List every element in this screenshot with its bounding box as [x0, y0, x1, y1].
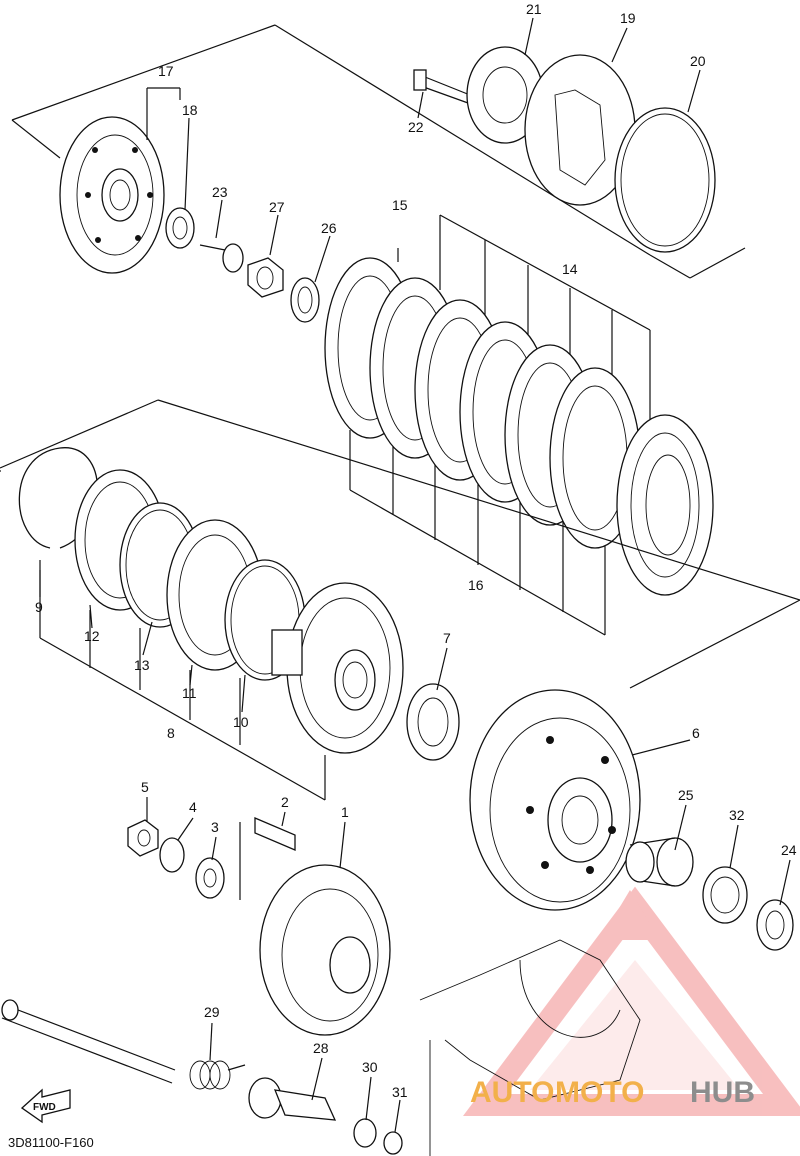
spring-plate-part	[466, 46, 544, 144]
label-14: 14	[562, 261, 578, 277]
watermark-text: AUTO MOTO HUB	[470, 1076, 755, 1109]
label-1: 1	[341, 804, 349, 820]
crankcase-sketch	[419, 939, 641, 1156]
watermark-hub: HUB	[690, 1076, 755, 1109]
label-8: 8	[167, 725, 175, 741]
plates-frame	[349, 214, 651, 636]
pressure-plate-part	[59, 116, 165, 274]
label-3: 3	[211, 819, 219, 835]
label-2: 2	[281, 794, 289, 810]
label-26: 26	[321, 220, 337, 236]
clutch-housing-part	[469, 689, 641, 911]
label-27: 27	[269, 199, 285, 215]
label-21: 21	[526, 1, 542, 17]
watermark-logo	[463, 886, 800, 1116]
primary-gear-part	[259, 864, 391, 1036]
label-22: 22	[408, 119, 424, 135]
nut-part	[247, 257, 284, 298]
label-13: 13	[134, 657, 150, 673]
bearing-part	[165, 207, 195, 249]
label-24: 24	[781, 842, 797, 858]
oil-seal-part	[353, 1118, 377, 1148]
washer-24-part	[756, 899, 794, 951]
fwd-label: FWD	[33, 1102, 56, 1113]
label-17: 17	[158, 63, 174, 79]
watermark-auto: AUTO	[470, 1076, 554, 1109]
push-lever-part	[248, 1077, 337, 1121]
return-spring-part	[189, 1060, 246, 1090]
label-29: 29	[204, 1004, 220, 1020]
label-6: 6	[692, 725, 700, 741]
push-rod-part	[199, 243, 244, 273]
lock-washer-part	[159, 837, 185, 873]
label-25: 25	[678, 787, 694, 803]
label-16: 16	[468, 577, 484, 593]
nut-5-part	[127, 819, 159, 857]
label-12: 12	[84, 628, 100, 644]
clutch-boss-part	[271, 582, 404, 754]
label-9: 9	[35, 599, 43, 615]
left-frame	[0, 399, 800, 801]
thrust-washer-part	[406, 683, 460, 761]
label-20: 20	[690, 53, 706, 69]
friction-plates-stack	[324, 257, 714, 596]
needle-bearing-part	[702, 866, 748, 924]
label-23: 23	[212, 184, 228, 200]
label-15: 15	[392, 197, 408, 213]
label-32: 32	[729, 807, 745, 823]
label-10: 10	[233, 714, 249, 730]
label-18: 18	[182, 102, 198, 118]
circlip-31-part	[383, 1131, 403, 1155]
washer-3-part	[195, 857, 225, 899]
spacer-part	[625, 837, 694, 887]
label-30: 30	[362, 1059, 378, 1075]
upper-left-frame	[11, 24, 746, 279]
label-28: 28	[313, 1040, 329, 1056]
leader-lines	[39, 17, 791, 1133]
label-11: 11	[182, 685, 197, 701]
label-19: 19	[620, 10, 636, 26]
label-31: 31	[392, 1084, 408, 1100]
bolt-part	[413, 69, 471, 104]
diagram-code: 3D81100-F160	[8, 1135, 94, 1150]
watermark-moto: MOTO	[555, 1076, 644, 1109]
label-5: 5	[141, 779, 149, 795]
part-labels: 17 18 23 27 26 15 21 19 20 22 14 16 9 12…	[35, 1, 797, 1100]
wire-ring-part	[614, 107, 716, 253]
key-part	[239, 817, 296, 900]
fwd-arrow-icon: FWD	[20, 1088, 71, 1124]
label-4: 4	[189, 799, 197, 815]
push-lever-shaft-part	[1, 999, 176, 1084]
washer-part	[290, 277, 320, 323]
label-7: 7	[443, 630, 451, 646]
